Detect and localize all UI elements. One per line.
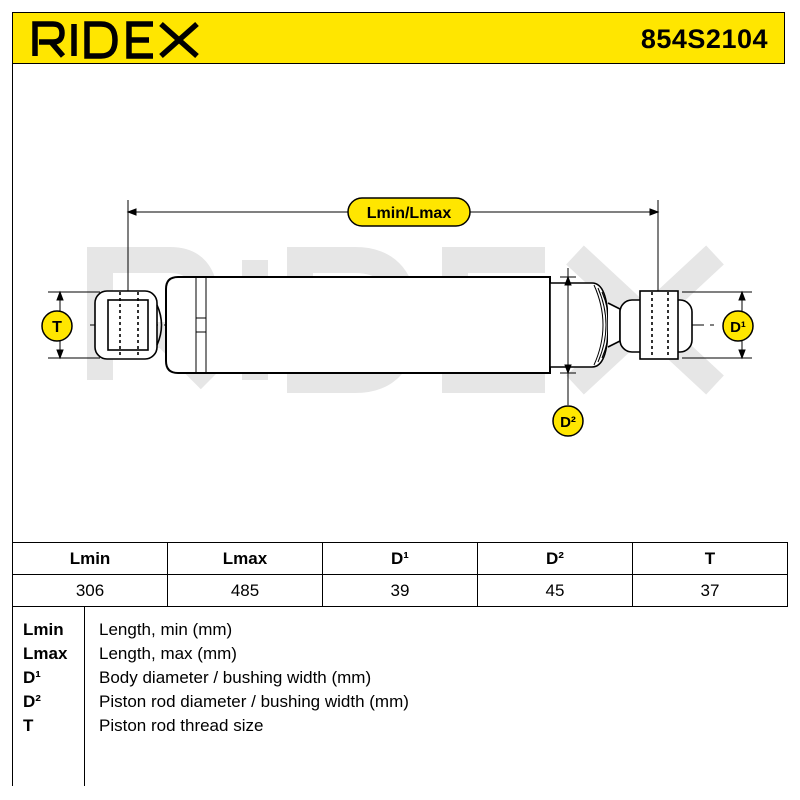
t-label: T bbox=[52, 319, 62, 336]
legend-key: Lmin bbox=[23, 620, 64, 639]
legend-divider bbox=[84, 606, 85, 786]
value-d1: 39 bbox=[322, 574, 478, 607]
ridex-logo bbox=[32, 21, 199, 59]
legend-key: T bbox=[23, 716, 34, 735]
value-t: 37 bbox=[632, 574, 788, 607]
header-lmax: Lmax bbox=[167, 542, 323, 575]
value-lmax: 485 bbox=[167, 574, 323, 607]
part-number: 854S2104 bbox=[640, 24, 768, 54]
left-eye-mount bbox=[94, 290, 163, 360]
header-d1: D¹ bbox=[322, 542, 478, 575]
d1-label: D¹ bbox=[730, 319, 746, 336]
value-d2: 45 bbox=[477, 574, 633, 607]
legend-text: Piston rod thread size bbox=[99, 716, 264, 735]
d1-dimension bbox=[682, 290, 752, 360]
legend-text: Piston rod diameter / bushing width (mm) bbox=[99, 692, 409, 711]
header-bar: 854S2104 bbox=[12, 12, 785, 64]
d2-label: D² bbox=[560, 414, 576, 431]
legend-key: D¹ bbox=[23, 668, 41, 687]
d1-badge bbox=[722, 310, 754, 342]
header-t: T bbox=[632, 542, 788, 575]
legend-text: Length, min (mm) bbox=[99, 620, 233, 639]
legend: Lmin Length, min (mm) Lmax Length, max (… bbox=[12, 606, 788, 786]
length-label: Lmin/Lmax bbox=[367, 205, 452, 222]
specs-table: Lmin Lmax D¹ D² T 306 485 39 45 37 bbox=[12, 542, 788, 607]
specs-value-row: 306 485 39 45 37 bbox=[12, 574, 788, 607]
legend-text: Body diameter / bushing width (mm) bbox=[99, 668, 372, 687]
legend-key: D² bbox=[23, 692, 41, 711]
d2-dimension bbox=[560, 268, 576, 405]
rod-cap bbox=[549, 282, 621, 368]
specs-header-row: Lmin Lmax D¹ D² T bbox=[12, 542, 788, 575]
d2-badge bbox=[552, 405, 584, 437]
value-lmin: 306 bbox=[12, 574, 168, 607]
length-label-badge bbox=[347, 197, 471, 227]
legend-text: Length, max (mm) bbox=[99, 644, 237, 663]
body-tube bbox=[165, 276, 551, 374]
legend-key: Lmax bbox=[23, 644, 68, 663]
t-badge bbox=[41, 310, 73, 342]
header-d2: D² bbox=[477, 542, 633, 575]
header-lmin: Lmin bbox=[12, 542, 168, 575]
right-eye-mount bbox=[619, 290, 693, 360]
frame-border bbox=[12, 64, 13, 542]
